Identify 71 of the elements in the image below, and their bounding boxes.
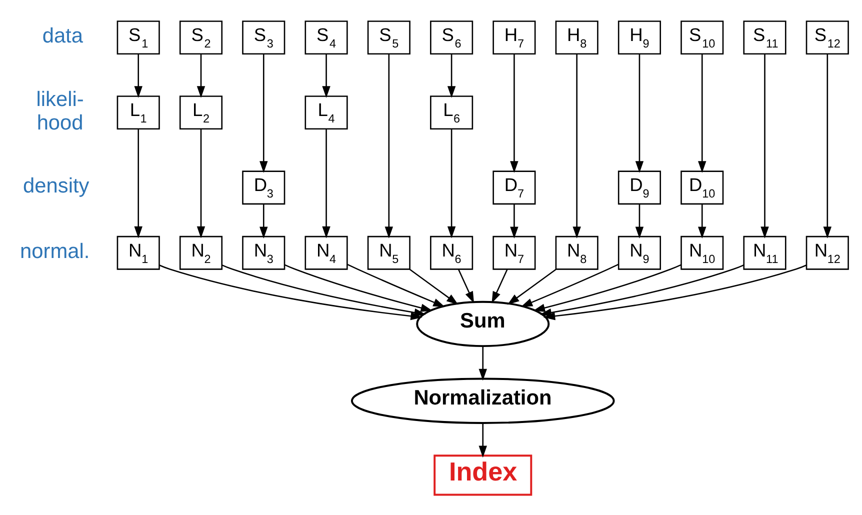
node-box: D$_{3}$ — [242, 170, 286, 204]
arrow — [572, 54, 581, 238]
node-box: H$_{8}$ — [555, 20, 598, 54]
node-box: L$_{2}$ — [179, 95, 223, 130]
node-box: N$_{4}$ — [304, 235, 348, 270]
node-box: S$_{6}$ — [430, 20, 474, 54]
label: normal. — [20, 239, 90, 262]
arrow — [698, 54, 706, 172]
node-ellipse: Normalization — [350, 377, 615, 424]
node-box: N$_{9}$ — [618, 235, 661, 270]
arrow — [478, 422, 487, 458]
label: likeli- hood — [36, 87, 84, 134]
arrow — [507, 268, 556, 304]
arrow — [260, 54, 268, 172]
node-box: D$_{10}$ — [680, 170, 724, 204]
arrow — [447, 128, 456, 238]
node-box: S$_{12}$ — [806, 20, 849, 54]
label: data — [42, 24, 83, 47]
node-box: Index — [434, 454, 532, 496]
node-box: N$_{5}$ — [367, 235, 410, 270]
node-box: S$_{3}$ — [242, 20, 286, 54]
node-box: L$_{6}$ — [430, 95, 474, 130]
arrow — [520, 263, 619, 306]
arrow — [635, 54, 644, 172]
arrow — [823, 54, 832, 238]
arrow — [134, 54, 142, 98]
node-box: S$_{2}$ — [179, 20, 223, 54]
node-box: N$_{12}$ — [806, 235, 849, 270]
arrow — [543, 264, 807, 320]
arrow — [533, 264, 682, 312]
node-box: H$_{7}$ — [492, 20, 536, 54]
arrow — [478, 346, 487, 380]
node-box: S$_{5}$ — [367, 20, 410, 54]
label: density — [23, 174, 90, 198]
arrow — [260, 204, 268, 238]
node-box: S$_{11}$ — [743, 20, 786, 54]
node-ellipse: Sum — [416, 300, 550, 347]
node-box: N$_{7}$ — [492, 235, 536, 270]
arrow — [447, 54, 456, 98]
node-box: H$_{9}$ — [618, 20, 661, 54]
arrow — [322, 54, 330, 98]
arrow — [492, 268, 508, 303]
node-box: L$_{4}$ — [304, 95, 348, 130]
node-box: S$_{10}$ — [680, 20, 724, 54]
node-box: S$_{1}$ — [116, 20, 160, 54]
arrow — [196, 128, 206, 238]
arrow — [347, 263, 446, 306]
node-box: D$_{9}$ — [618, 170, 661, 204]
node-box: N$_{3}$ — [242, 235, 286, 270]
node-box: N$_{2}$ — [179, 235, 223, 270]
arrow — [134, 128, 142, 238]
arrow — [698, 204, 706, 238]
node-box: N$_{8}$ — [555, 235, 598, 270]
arrow — [510, 204, 518, 238]
node-box: N$_{6}$ — [430, 235, 474, 270]
arrow — [222, 264, 426, 316]
arrow — [384, 54, 394, 238]
arrow — [196, 54, 206, 98]
node-box: N$_{1}$ — [116, 235, 160, 270]
node-box: S$_{4}$ — [304, 20, 348, 54]
arrow — [510, 54, 518, 172]
node-box: N$_{11}$ — [743, 235, 786, 270]
arrow — [760, 54, 769, 238]
arrow — [409, 268, 458, 304]
node-box: N$_{10}$ — [680, 235, 724, 270]
arrow — [458, 268, 474, 303]
arrow — [635, 204, 644, 238]
arrow — [322, 128, 330, 238]
arrow — [284, 264, 433, 312]
node-box: D$_{7}$ — [492, 170, 536, 204]
node-box: L$_{1}$ — [116, 95, 160, 130]
